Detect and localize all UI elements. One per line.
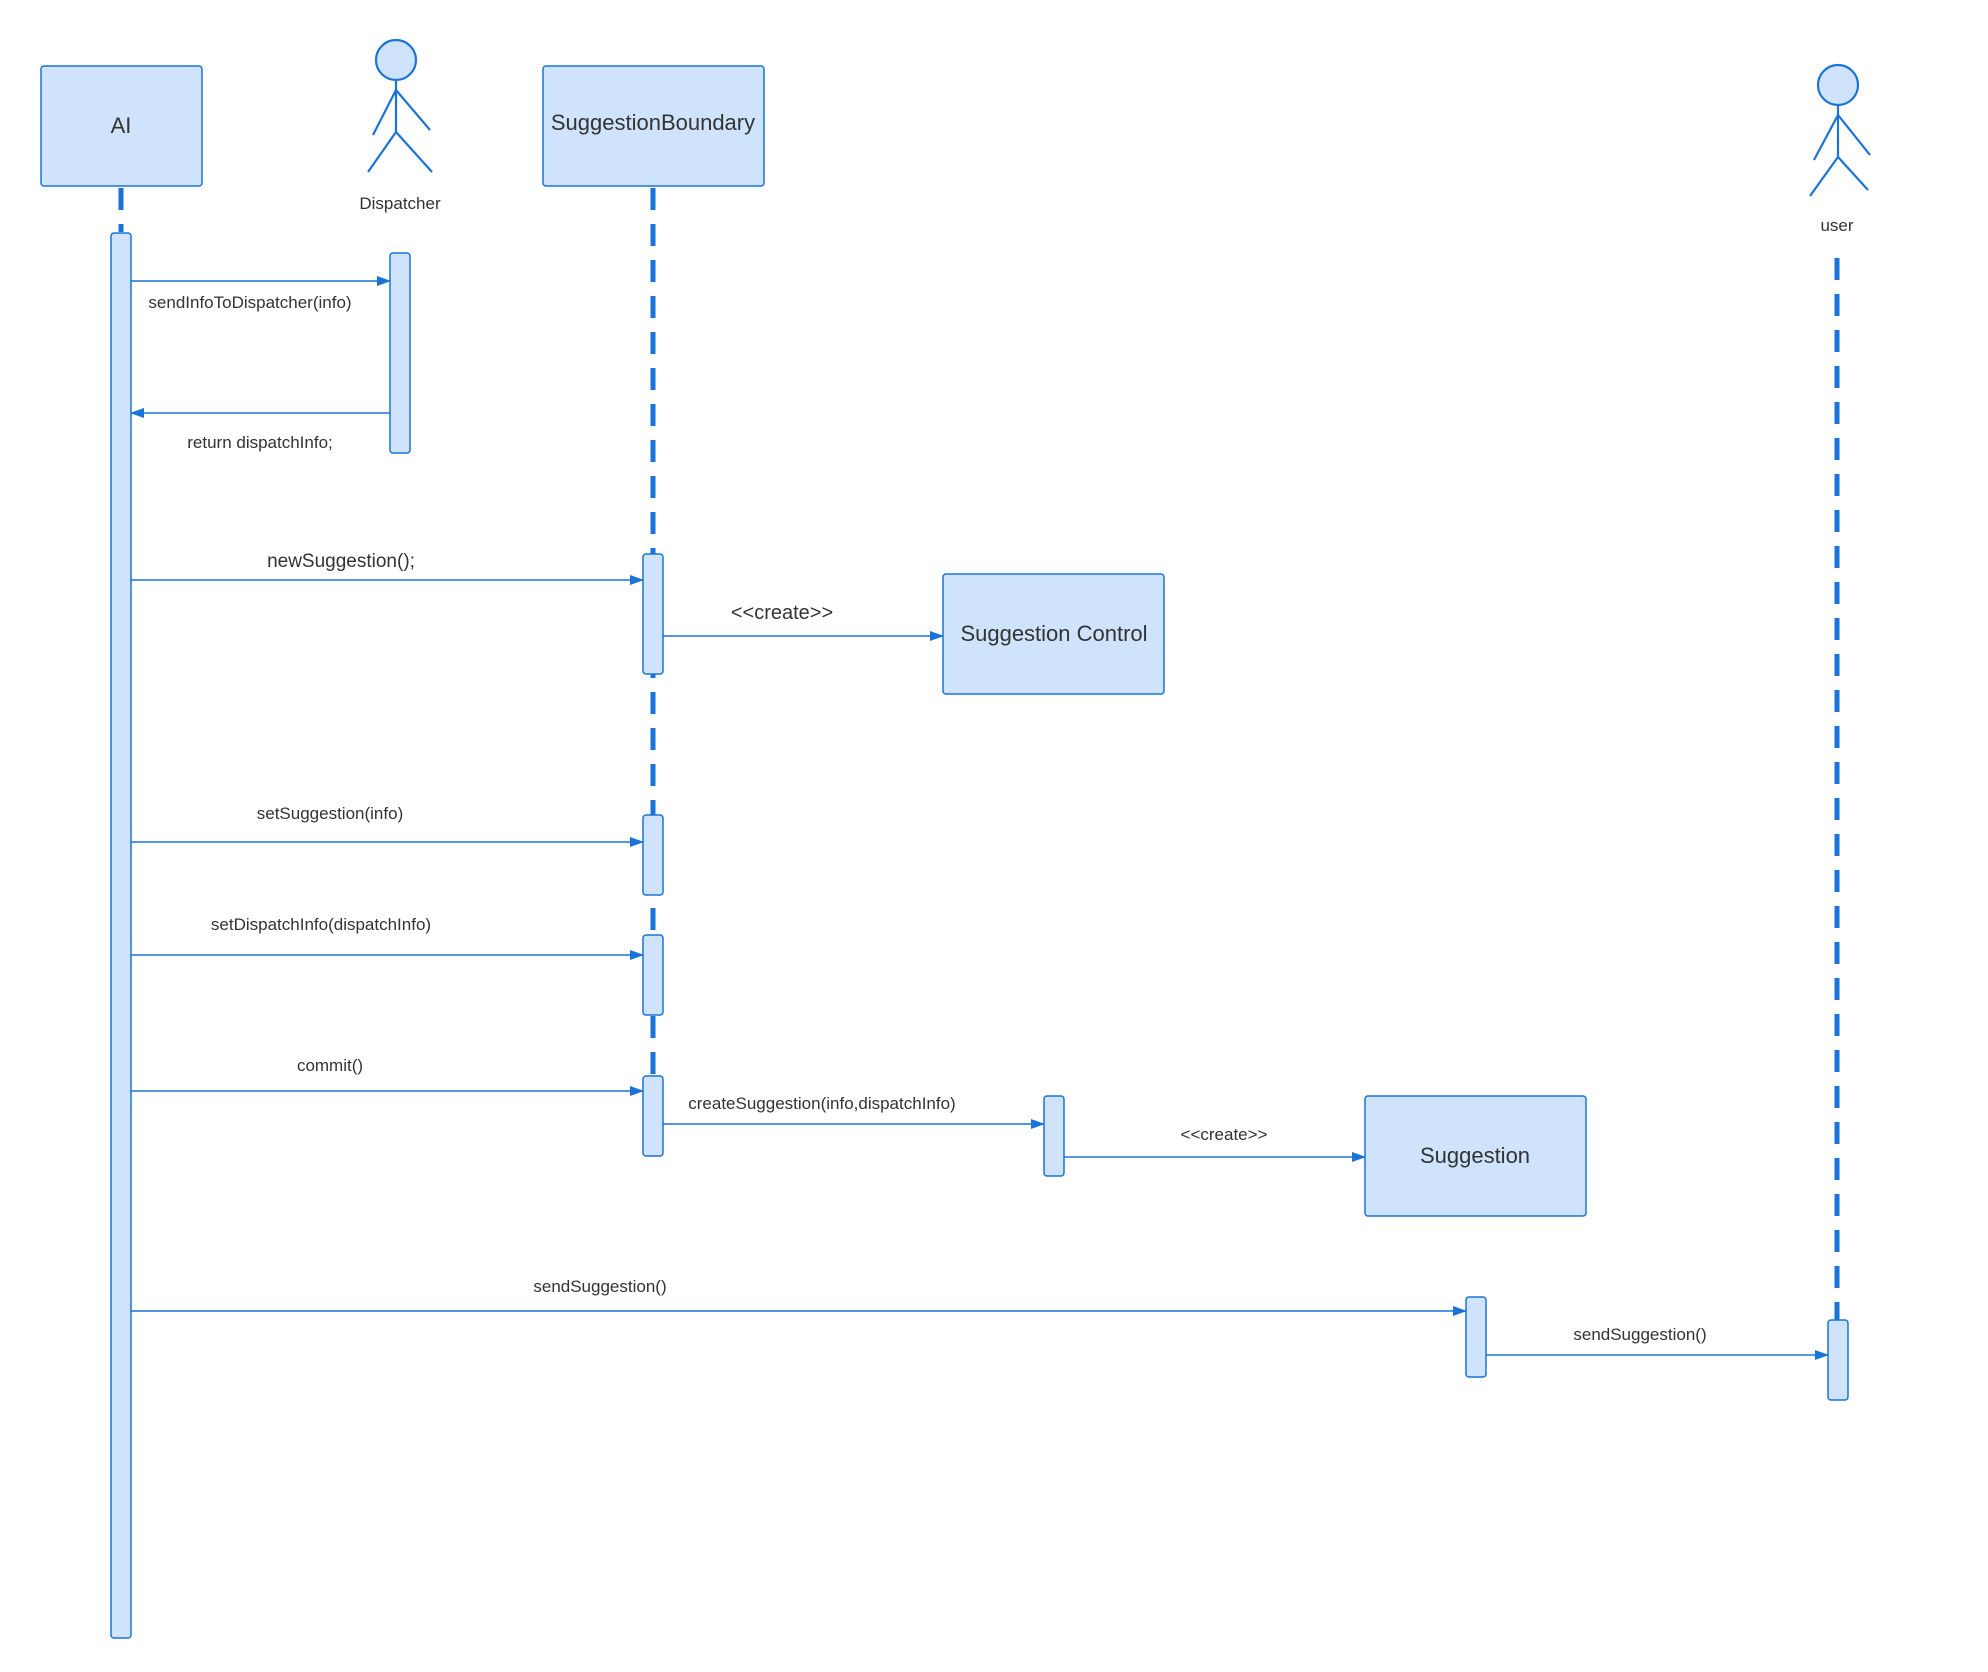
participant-ai[interactable]: AI xyxy=(40,65,203,187)
user-label: user xyxy=(1820,216,1853,235)
boundary-activation-4 xyxy=(642,1075,664,1157)
dispatcher-label: Dispatcher xyxy=(359,194,441,213)
dispatcher-actor-icon xyxy=(367,38,433,173)
message-label: sendSuggestion() xyxy=(533,1277,666,1296)
message-set-suggestion: setSuggestion(info) xyxy=(131,804,644,847)
ai-label: AI xyxy=(111,113,132,138)
message-label: return dispatchInfo; xyxy=(187,433,333,452)
suggestion-boundary-label: SuggestionBoundary xyxy=(551,110,755,135)
message-label: commit() xyxy=(297,1056,363,1075)
message-send-info-to-dispatcher: sendInfoToDispatcher(info) xyxy=(131,276,391,312)
user-activation xyxy=(1827,1319,1849,1401)
message-new-suggestion: newSuggestion(); xyxy=(131,551,644,585)
participant-suggestion-control[interactable]: Suggestion Control xyxy=(942,573,1165,695)
participant-dispatcher[interactable]: Dispatcher xyxy=(359,38,441,213)
suggestion-label: Suggestion xyxy=(1420,1143,1530,1168)
dispatcher-activation xyxy=(389,252,411,454)
message-label: createSuggestion(info,dispatchInfo) xyxy=(688,1094,955,1113)
control-activation xyxy=(1043,1095,1065,1177)
message-label: <<create>> xyxy=(731,602,833,624)
message-label: setSuggestion(info) xyxy=(257,804,403,823)
message-set-dispatch-info: setDispatchInfo(dispatchInfo) xyxy=(131,915,644,960)
message-commit: commit() xyxy=(131,1056,644,1096)
message-send-suggestion-user: sendSuggestion() xyxy=(1486,1325,1829,1360)
message-label: sendInfoToDispatcher(info) xyxy=(148,293,351,312)
participant-suggestion[interactable]: Suggestion xyxy=(1364,1095,1587,1217)
message-label: setDispatchInfo(dispatchInfo) xyxy=(211,915,431,934)
message-return-dispatch-info: return dispatchInfo; xyxy=(130,408,390,452)
suggestion-control-label: Suggestion Control xyxy=(960,621,1147,646)
boundary-activation-2 xyxy=(642,814,664,896)
ai-activation xyxy=(110,232,132,1639)
user-actor-icon xyxy=(1809,63,1871,197)
suggestion-activation xyxy=(1465,1296,1487,1378)
message-send-suggestion-ai: sendSuggestion() xyxy=(131,1277,1467,1316)
ai-box[interactable] xyxy=(40,65,203,187)
suggestion-boundary-box[interactable] xyxy=(542,65,765,187)
message-create-suggestion-control: <<create>> xyxy=(663,602,944,641)
boundary-activation-1 xyxy=(642,553,664,675)
message-create-suggestion: createSuggestion(info,dispatchInfo) xyxy=(663,1094,1045,1129)
message-label: newSuggestion(); xyxy=(267,551,415,572)
message-label: <<create>> xyxy=(1181,1125,1268,1144)
participant-user[interactable]: user xyxy=(1809,63,1871,235)
message-label: sendSuggestion() xyxy=(1573,1325,1706,1344)
message-create-suggestion-object: <<create>> xyxy=(1064,1125,1366,1162)
boundary-activation-3 xyxy=(642,934,664,1016)
participant-suggestion-boundary[interactable]: SuggestionBoundary xyxy=(542,65,765,187)
